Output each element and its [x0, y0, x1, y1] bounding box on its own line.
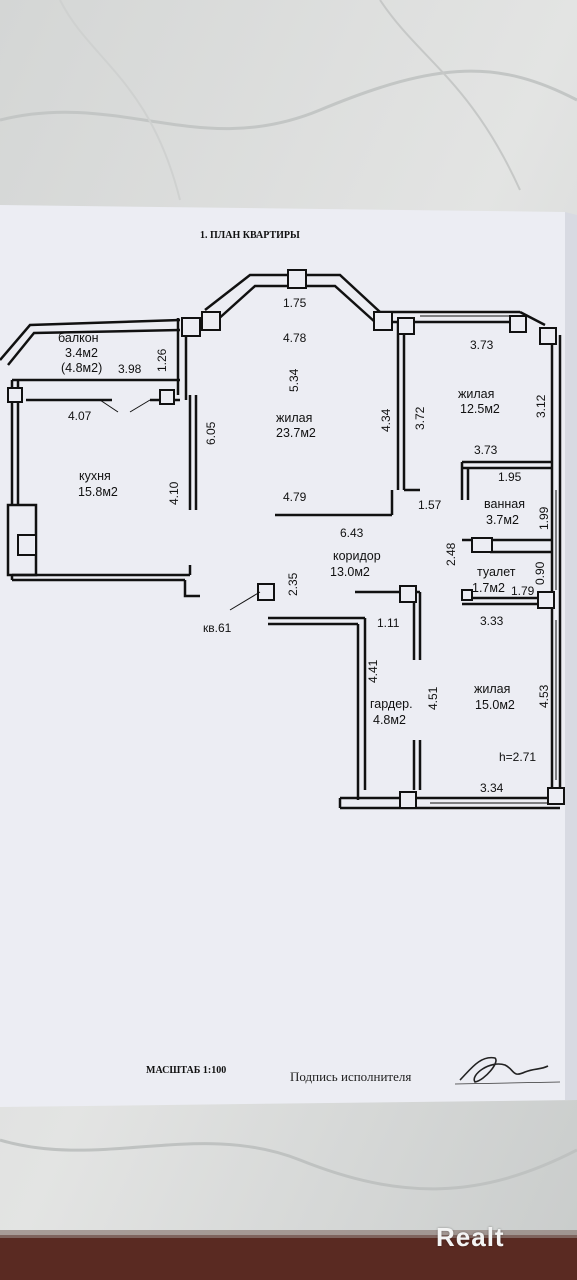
dim-label: 3.72	[413, 406, 427, 430]
dim-label: 3.73	[470, 338, 494, 352]
dim-label: 5.34	[287, 368, 301, 392]
room-name-living-se: жилая	[474, 682, 510, 696]
room-name-bathroom: ванная	[484, 497, 525, 511]
scale-label: МАСШТАБ 1:100	[146, 1065, 226, 1076]
room-name-corridor: коридор	[333, 549, 381, 563]
room-name-wardrobe: гардер.	[370, 697, 413, 711]
dim-label: 4.41	[366, 659, 380, 683]
dim-label: 4.51	[426, 686, 440, 710]
room-area-living-main: 23.7м2	[276, 426, 316, 440]
dim-label: 4.53	[537, 684, 551, 708]
dim-label: 1.26	[155, 348, 169, 372]
dim-label: 4.07	[68, 409, 92, 423]
dim-label: 0.90	[533, 561, 547, 585]
dim-label: 6.05	[204, 421, 218, 445]
room-area-wardrobe: 4.8м2	[373, 713, 406, 727]
dim-label: 1.11	[377, 616, 400, 630]
signature-mark	[459, 1056, 549, 1083]
walls	[0, 273, 562, 810]
plan-title: 1. ПЛАН КВАРТИРЫ	[200, 230, 300, 241]
columns	[7, 269, 565, 809]
dim-label: 3.12	[534, 394, 548, 418]
room-area-living-ne: 12.5м2	[460, 402, 500, 416]
room-name-living-main: жилая	[276, 411, 312, 425]
room-area-balcony: 3.4м2	[65, 346, 98, 360]
room-area-corridor: 13.0м2	[330, 565, 370, 579]
paper-sheet	[0, 205, 577, 1107]
realt-watermark-logo: Realt	[436, 1222, 505, 1252]
dim-label: 2.48	[444, 542, 458, 566]
dim-label: 2.35	[286, 572, 300, 596]
room-area-bathroom: 3.7м2	[486, 513, 519, 527]
room-area-living-se: 15.0м2	[475, 698, 515, 712]
dim-label: 6.43	[340, 526, 364, 540]
dim-label: 3.33	[480, 614, 504, 628]
windows	[420, 315, 557, 804]
dim-label: 4.78	[283, 331, 307, 345]
ceiling-height: h=2.71	[499, 750, 536, 764]
dim-label: 1.99	[537, 506, 551, 530]
apartment-label: кв.61	[203, 621, 232, 635]
room-name-toilet: туалет	[477, 565, 516, 579]
dim-label: 1.75	[283, 296, 307, 310]
room-name-balcony: балкон	[58, 331, 99, 345]
dim-label: 1.79	[511, 584, 535, 598]
dim-label: 4.34	[379, 408, 393, 432]
dim-label: 1.57	[418, 498, 442, 512]
dim-label: 4.79	[283, 490, 307, 504]
dim-label: 3.34	[480, 781, 504, 795]
dim-label: 3.73	[474, 443, 498, 457]
room-area-kitchen: 15.8м2	[78, 485, 118, 499]
dim-label: 4.10	[167, 481, 181, 505]
room-area-alt-balcony: (4.8м2)	[61, 361, 102, 375]
dim-label: 3.98	[118, 362, 142, 376]
dim-label: 1.95	[498, 470, 522, 484]
room-name-kitchen: кухня	[79, 469, 111, 483]
room-name-living-ne: жилая	[458, 387, 494, 401]
signature-label: Подпись исполнителя	[290, 1069, 411, 1084]
room-area-toilet: 1.7м2	[472, 581, 505, 595]
